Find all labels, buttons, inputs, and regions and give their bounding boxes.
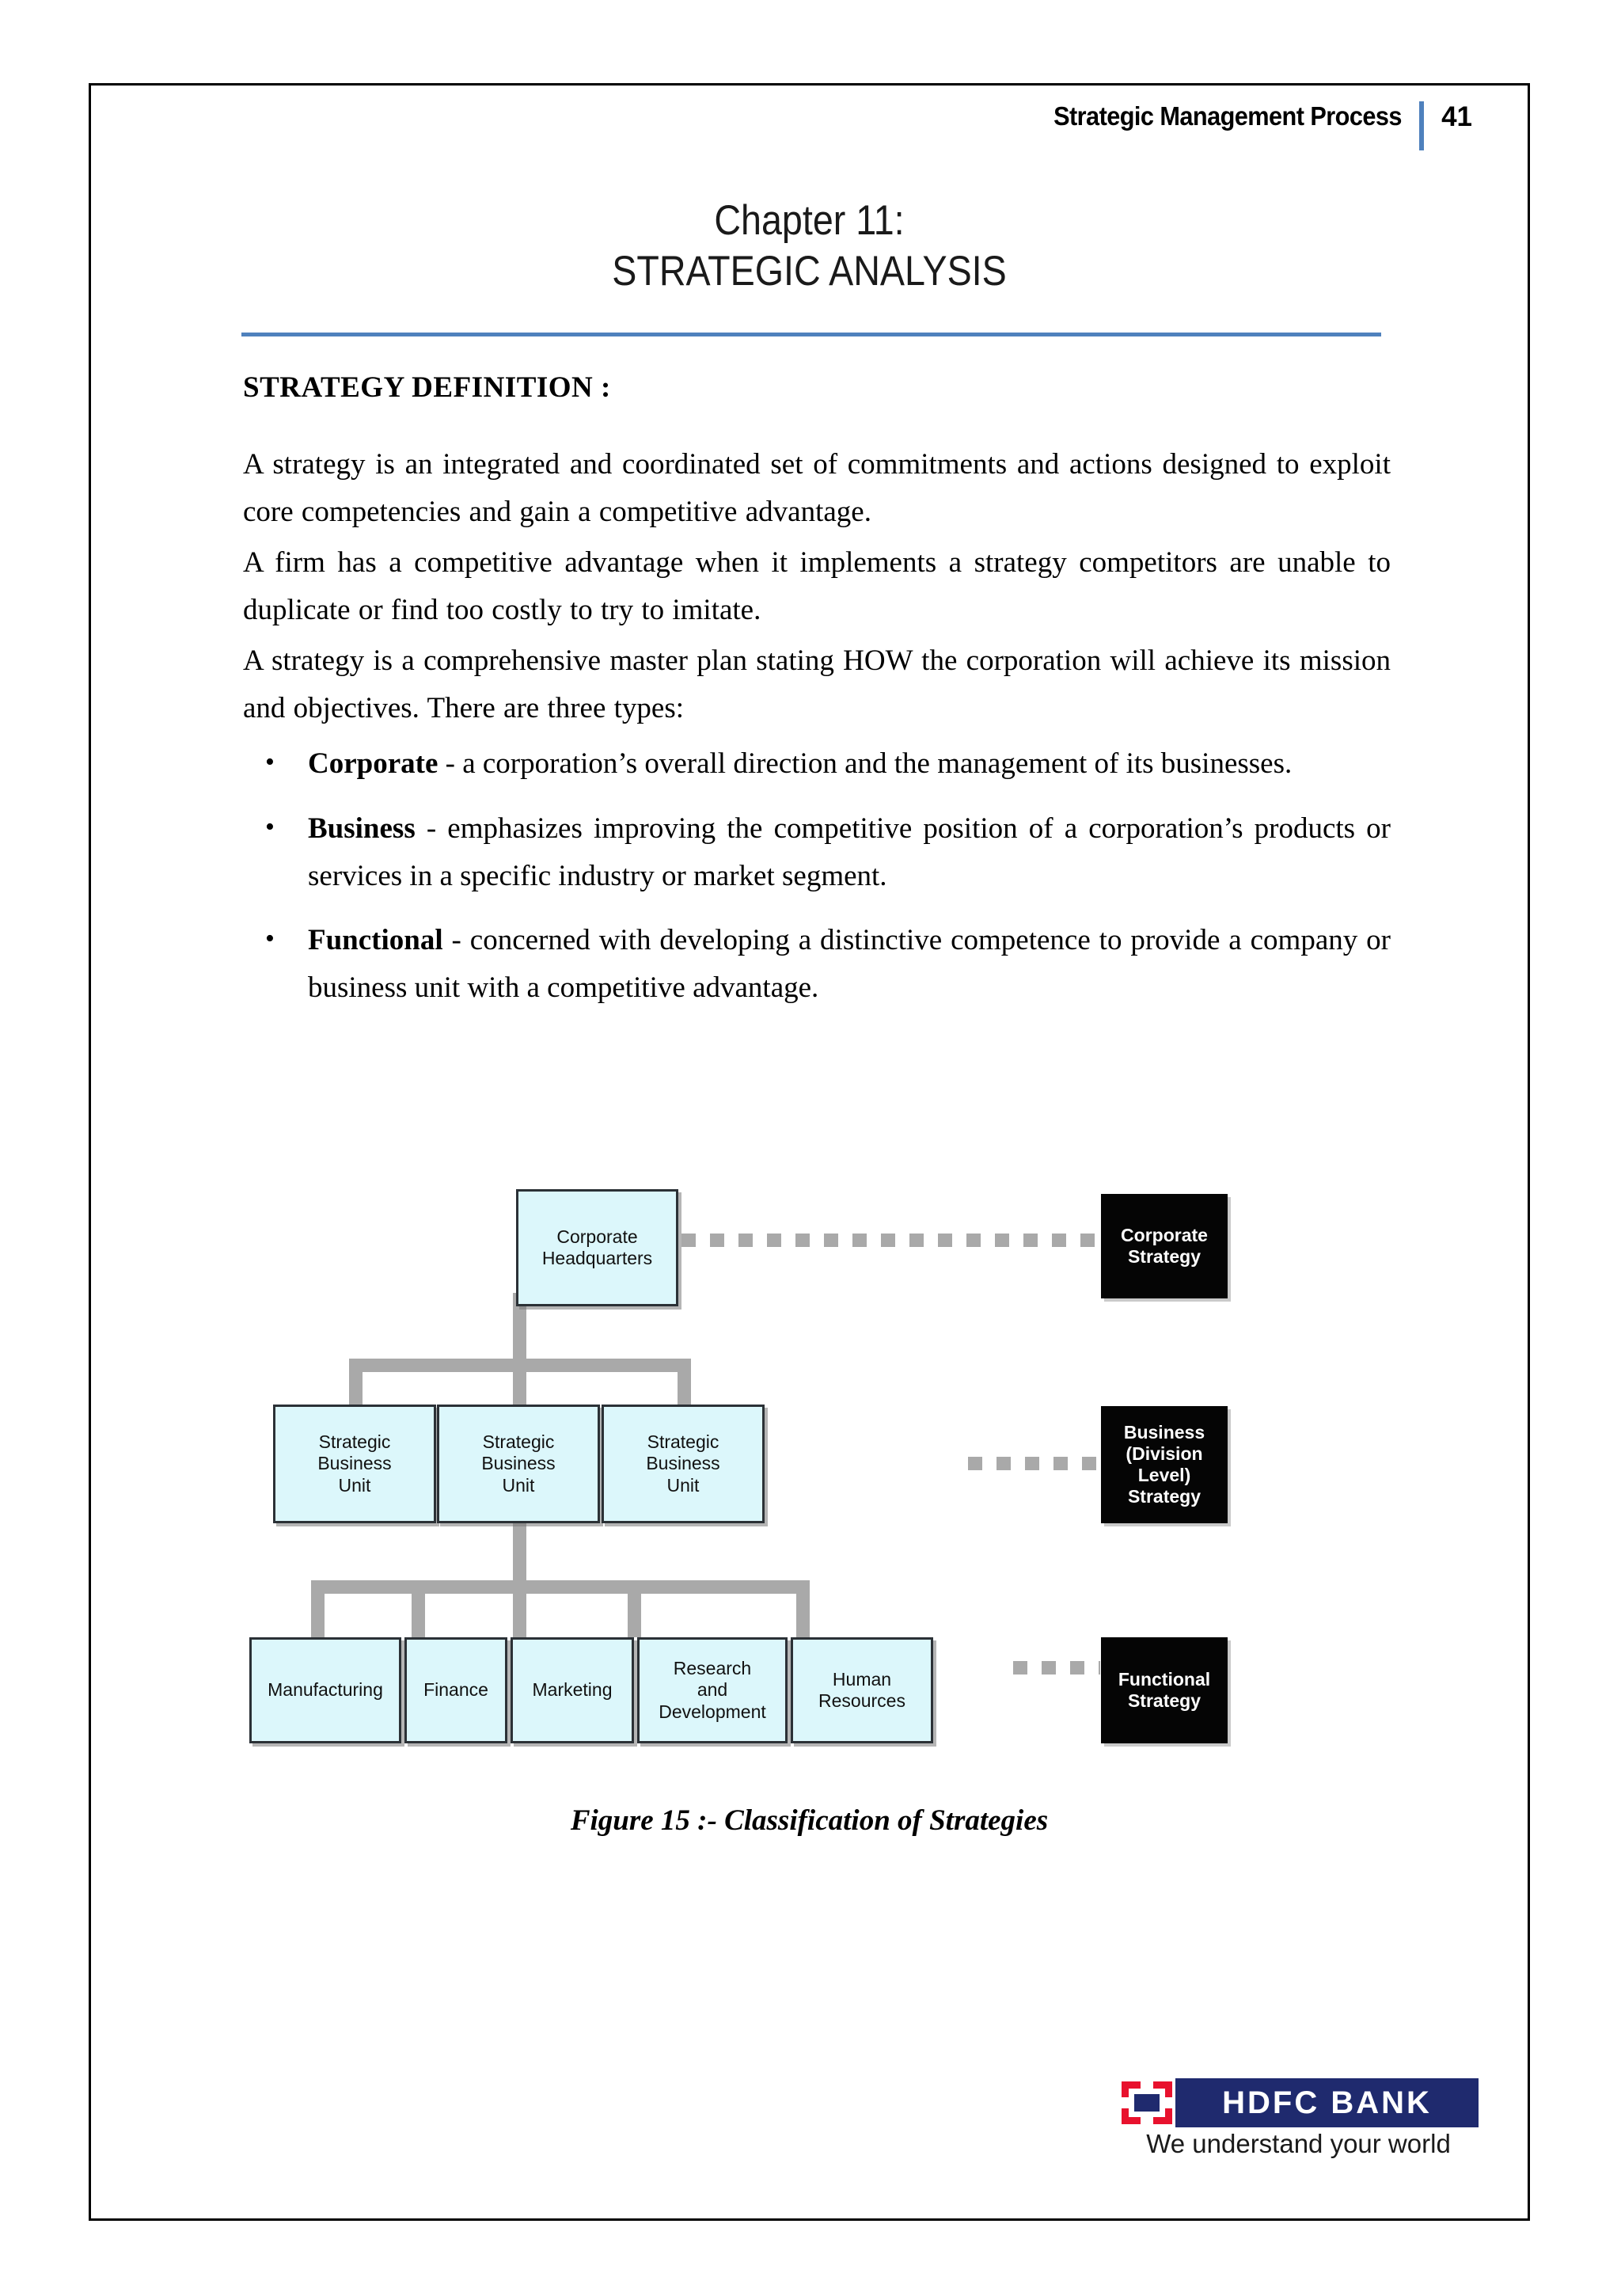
running-header: Strategic Management Process 41 <box>91 101 1528 165</box>
bullet-icon: • <box>265 924 275 954</box>
hdfc-mark-icon <box>1118 2078 1175 2127</box>
list-item-functional: • Functional - concerned with developing… <box>243 917 1391 1012</box>
connector-hq-stem <box>513 1293 526 1372</box>
dashed-link-functional-strategy <box>1013 1661 1100 1674</box>
node-finance: Finance <box>404 1637 507 1743</box>
connector-functional-drop-4 <box>628 1580 641 1637</box>
node-marketing: Marketing <box>511 1637 634 1743</box>
connector-functional-bus <box>311 1580 810 1594</box>
list-item-business: • Business - emphasizes improving the co… <box>243 805 1391 900</box>
page-frame: Strategic Management Process 41 Chapter … <box>89 83 1530 2221</box>
list-item-text: - emphasizes improving the competitive p… <box>308 812 1391 892</box>
chapter-name: STRATEGIC ANALYSIS <box>612 247 1007 295</box>
connector-sbu-right-drop <box>678 1359 691 1405</box>
dashed-link-corporate-strategy <box>681 1234 1101 1247</box>
hdfc-bank-logo: HDFC BANK We understand your world <box>1118 2078 1479 2169</box>
connector-functional-drop-1 <box>311 1580 325 1637</box>
strategy-types-list: • Corporate - a corporation’s overall di… <box>243 740 1391 1013</box>
list-item-text: - concerned with developing a distinctiv… <box>308 924 1391 1005</box>
paragraph-3: A strategy is a comprehensive master pla… <box>243 644 1391 724</box>
logo-tagline: We understand your world <box>1146 2129 1451 2158</box>
connector-functional-drop-3 <box>513 1580 526 1637</box>
chapter-label: Chapter 11: <box>714 197 905 244</box>
paragraph-2: A firm has a competitive advantage when … <box>243 545 1391 626</box>
bullet-icon: • <box>265 812 275 842</box>
section-heading: STRATEGY DEFINITION : <box>243 371 611 404</box>
logo-row: HDFC BANK <box>1118 2078 1479 2127</box>
body-copy: STRATEGY DEFINITION : A strategy is an i… <box>243 371 1391 1029</box>
connector-sbu-left-drop <box>349 1359 363 1405</box>
connector-functional-drop-2 <box>412 1580 425 1637</box>
bullet-icon: • <box>265 747 275 777</box>
figure-caption: Figure 15 :- Classification of Strategie… <box>570 1804 1049 1837</box>
chapter-title-block: Chapter 11: STRATEGIC ANALYSIS <box>91 196 1528 297</box>
list-item-term: Business <box>308 812 416 845</box>
list-item-corporate: • Corporate - a corporation’s overall di… <box>243 740 1391 788</box>
connector-sbu-center-stem <box>513 1519 526 1590</box>
list-item-text: - a corporation’s overall direction and … <box>438 747 1293 780</box>
connector-sbu-center-drop <box>513 1359 526 1405</box>
logo-wordmark: HDFC BANK <box>1175 2078 1479 2127</box>
title-underline-rule <box>241 333 1381 336</box>
page-number: 41 <box>1441 101 1472 132</box>
list-item-term: Corporate <box>308 747 438 780</box>
header-divider-rule <box>1419 101 1425 150</box>
connector-functional-drop-5 <box>796 1580 810 1637</box>
dashed-link-business-strategy <box>968 1457 1103 1470</box>
paragraph-1: A strategy is an integrated and coordina… <box>243 448 1391 528</box>
list-item-term: Functional <box>308 924 443 957</box>
header-title: Strategic Management Process <box>1053 101 1403 131</box>
node-manufacturing: Manufacturing <box>249 1637 401 1743</box>
